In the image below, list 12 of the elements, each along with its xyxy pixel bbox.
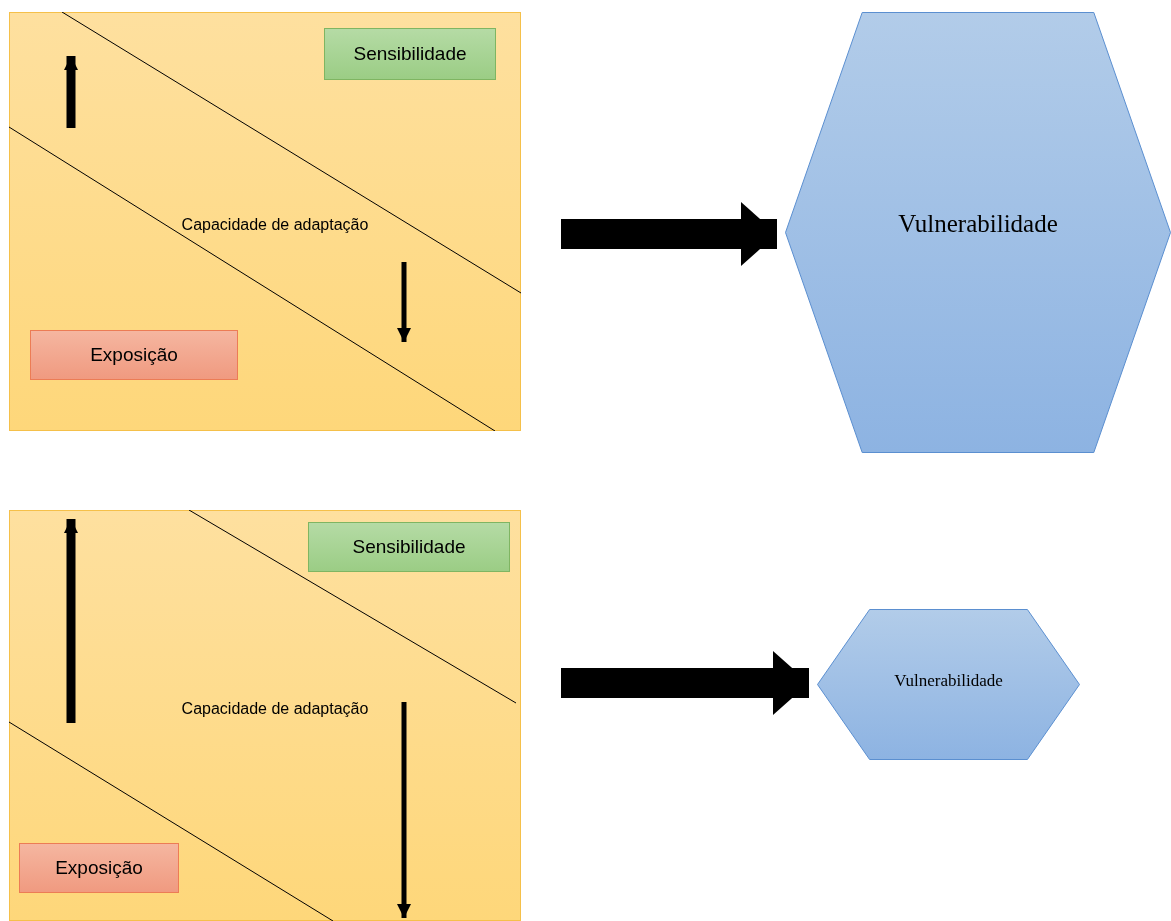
hexagon-label: Vulnerabilidade	[894, 671, 1003, 692]
hexagon-label: Vulnerabilidade	[898, 209, 1058, 238]
arrow	[561, 651, 809, 715]
panel	[9, 510, 521, 921]
label-box: Sensibilidade	[308, 522, 510, 572]
panel	[9, 12, 521, 431]
band-label: Capacidade de adaptação	[181, 700, 369, 718]
band-label: Capacidade de adaptação	[181, 216, 369, 234]
arrow	[561, 202, 777, 266]
label-box: Sensibilidade	[324, 28, 496, 80]
label-box: Exposição	[19, 843, 179, 893]
label-box: Exposição	[30, 330, 238, 380]
